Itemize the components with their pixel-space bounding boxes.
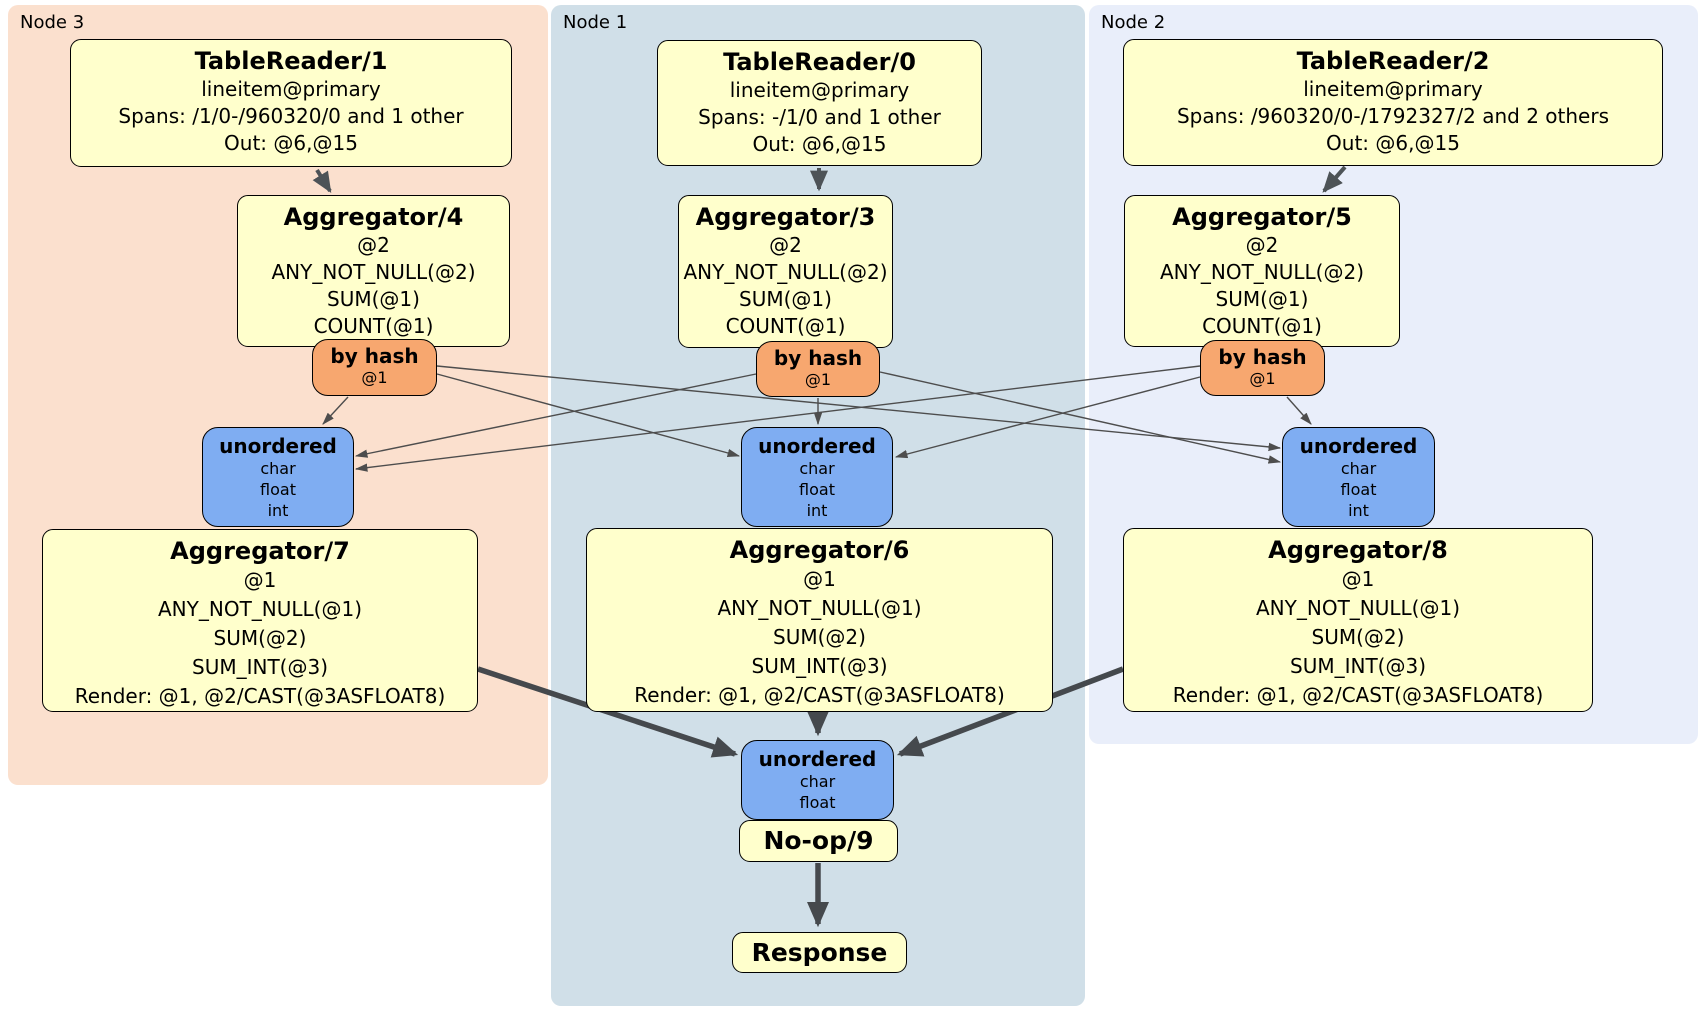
processor-title: TableReader/1	[194, 47, 388, 75]
processor-detail: @2	[769, 233, 802, 257]
processor-tablereader-2: TableReader/2 lineitem@primary Spans: /9…	[1123, 39, 1663, 166]
edge-tablereader1-to-aggregator4	[312, 168, 332, 194]
edge-byhash1-to-unordered3	[354, 373, 757, 458]
processor-detail: COUNT(@1)	[1202, 314, 1322, 338]
processor-aggregator-4: Aggregator/4 @2 ANY_NOT_NULL(@2) SUM(@1)…	[237, 195, 510, 347]
processor-detail: COUNT(@1)	[313, 314, 434, 338]
router-by-hash-node1: by hash @1	[756, 341, 880, 397]
sync-title: unordered	[219, 434, 337, 458]
processor-aggregator-6: Aggregator/6 @1 ANY_NOT_NULL(@1) SUM(@2)…	[586, 528, 1053, 712]
router-title: by hash	[1218, 345, 1307, 369]
processor-title: Aggregator/5	[1172, 203, 1352, 231]
region-node3-label: Node 3	[20, 12, 85, 33]
edge-byhash2-to-unordered3	[354, 365, 1201, 472]
processor-detail: Render: @1, @2/CAST(@3ASFLOAT8)	[74, 684, 446, 708]
processor-detail: ANY_NOT_NULL(@2)	[1160, 260, 1364, 284]
sync-item: float	[799, 480, 835, 499]
router-detail: @1	[361, 368, 388, 387]
processor-title: TableReader/2	[1296, 47, 1490, 75]
processor-detail: ANY_NOT_NULL(@2)	[683, 260, 888, 284]
processor-detail: Out: @6,@15	[752, 132, 887, 156]
edge-byhash2-to-unordered1	[894, 376, 1201, 459]
processor-detail: Spans: /1/0-/960320/0 and 1 other	[118, 104, 464, 128]
processor-detail: @1	[1341, 567, 1375, 591]
processor-aggregator-3: Aggregator/3 @2 ANY_NOT_NULL(@2) SUM(@1)…	[678, 195, 893, 348]
processor-detail: Out: @6,@15	[1326, 131, 1460, 155]
sync-unordered-node3: unordered char float int	[202, 427, 354, 527]
processor-detail: Render: @1, @2/CAST(@3ASFLOAT8)	[634, 683, 1005, 707]
processor-detail: ANY_NOT_NULL(@1)	[1256, 596, 1460, 620]
processor-detail: @1	[803, 567, 836, 591]
sync-title: unordered	[758, 434, 876, 458]
router-by-hash-node2: by hash @1	[1200, 340, 1325, 396]
processor-title: Aggregator/4	[283, 203, 464, 231]
processor-detail: Out: @6,@15	[224, 131, 358, 155]
processor-detail: lineitem@primary	[201, 77, 381, 101]
processor-aggregator-5: Aggregator/5 @2 ANY_NOT_NULL(@2) SUM(@1)…	[1124, 195, 1400, 347]
sync-title: unordered	[1299, 434, 1418, 458]
processor-detail: @1	[243, 568, 277, 592]
processor-detail: SUM(@1)	[739, 287, 832, 311]
processor-detail: SUM(@1)	[1215, 287, 1309, 311]
sync-item: char	[799, 459, 835, 478]
processor-response: Response	[732, 932, 907, 973]
processor-title: Aggregator/7	[170, 537, 350, 565]
processor-title: Aggregator/3	[695, 203, 876, 231]
sync-unordered-final: unordered char float	[741, 740, 894, 820]
processor-noop-9: No-op/9	[739, 820, 898, 862]
sync-unordered-node2: unordered char float int	[1282, 427, 1435, 527]
processor-detail: SUM_INT(@3)	[192, 655, 328, 679]
processor-detail: SUM_INT(@3)	[1290, 654, 1426, 678]
sync-item: char	[1340, 459, 1377, 478]
processor-title: No-op/9	[763, 826, 874, 855]
processor-title: Aggregator/6	[729, 536, 910, 564]
processor-title: Response	[751, 938, 888, 967]
processor-detail: SUM_INT(@3)	[751, 654, 888, 678]
edge-byhash3-to-unordered3	[322, 396, 349, 425]
router-detail: @1	[1249, 369, 1276, 388]
processor-title: Aggregator/8	[1268, 536, 1448, 564]
processor-detail: lineitem@primary	[729, 78, 910, 102]
processor-tablereader-0: TableReader/0 lineitem@primary Spans: -/…	[657, 40, 982, 166]
processor-tablereader-1: TableReader/1 lineitem@primary Spans: /1…	[70, 39, 512, 167]
sync-item: float	[1340, 480, 1377, 499]
edge-byhash2-to-unordered2	[1286, 396, 1312, 425]
sync-item: int	[806, 501, 828, 520]
router-title: by hash	[773, 346, 863, 370]
edge-byhash1-to-unordered2	[879, 371, 1282, 464]
edge-tablereader2-to-aggregator5	[1322, 165, 1347, 193]
processor-detail: SUM(@2)	[1311, 625, 1405, 649]
processor-detail: SUM(@2)	[773, 625, 866, 649]
sync-item: float	[260, 480, 296, 499]
sync-item: int	[1348, 501, 1369, 520]
router-by-hash-node3: by hash @1	[312, 339, 437, 396]
router-title: by hash	[330, 344, 419, 368]
sync-item: int	[267, 501, 289, 520]
processor-detail: ANY_NOT_NULL(@1)	[158, 597, 362, 621]
region-node1-label: Node 1	[563, 12, 628, 33]
processor-detail: lineitem@primary	[1303, 77, 1483, 101]
region-node2-label: Node 2	[1101, 12, 1166, 33]
processor-aggregator-8: Aggregator/8 @1 ANY_NOT_NULL(@1) SUM(@2)…	[1123, 528, 1593, 712]
processor-detail: ANY_NOT_NULL(@1)	[717, 596, 922, 620]
sync-unordered-node1: unordered char float int	[741, 427, 893, 527]
processor-detail: Render: @1, @2/CAST(@3ASFLOAT8)	[1172, 683, 1544, 707]
processor-title: TableReader/0	[723, 48, 916, 76]
sync-item: char	[799, 772, 836, 791]
processor-detail: ANY_NOT_NULL(@2)	[271, 260, 476, 284]
processor-detail: Spans: -/1/0 and 1 other	[698, 105, 941, 129]
sync-item: char	[260, 459, 296, 478]
processor-detail: SUM(@2)	[213, 626, 307, 650]
processor-detail: COUNT(@1)	[725, 314, 846, 338]
processor-detail: @2	[357, 233, 390, 257]
processor-aggregator-7: Aggregator/7 @1 ANY_NOT_NULL(@1) SUM(@2)…	[42, 529, 478, 712]
edge-byhash3-to-unordered1	[436, 373, 741, 458]
processor-detail: SUM(@1)	[327, 287, 420, 311]
sync-item: float	[799, 793, 836, 812]
router-detail: @1	[804, 370, 832, 389]
processor-detail: @2	[1245, 233, 1279, 257]
processor-detail: Spans: /960320/0-/1792327/2 and 2 others	[1176, 104, 1609, 128]
sync-title: unordered	[758, 747, 877, 771]
